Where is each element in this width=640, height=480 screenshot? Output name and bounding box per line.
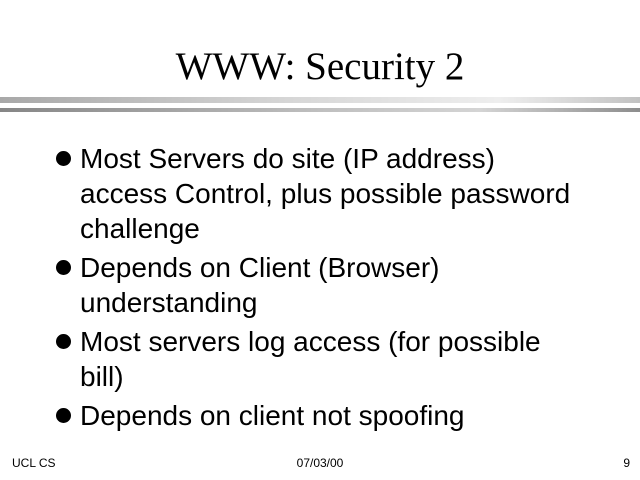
list-item: Depends on Client (Browser) understandin… <box>56 250 616 320</box>
title-divider-light-rule <box>0 97 640 103</box>
bullet-icon <box>56 260 71 275</box>
bullet-text: Most Servers do site (IP address) access… <box>80 143 571 244</box>
footer-date: 07/03/00 <box>296 456 344 470</box>
slide-footer: UCL CS 07/03/00 9 <box>0 455 640 471</box>
bullet-text: Most servers log access (for possible bi… <box>80 326 541 392</box>
bullet-text: Depends on Client (Browser) understandin… <box>80 252 440 318</box>
list-item: Depends on client not spoofing <box>56 398 616 433</box>
bullet-icon <box>56 334 71 349</box>
title-divider-dark-rule <box>0 108 640 112</box>
slide-title: WWW: Security 2 <box>175 45 465 88</box>
list-item: Most Servers do site (IP address) access… <box>56 141 616 246</box>
slide-page-number: 9 <box>623 456 630 470</box>
list-item: Most servers log access (for possible bi… <box>56 324 616 394</box>
bullet-text: Depends on client not spoofing <box>80 400 465 431</box>
footer-institution: UCL CS <box>12 456 56 470</box>
bullet-icon <box>56 151 71 166</box>
bullet-icon <box>56 408 71 423</box>
bullet-list: Most Servers do site (IP address) access… <box>56 141 616 437</box>
